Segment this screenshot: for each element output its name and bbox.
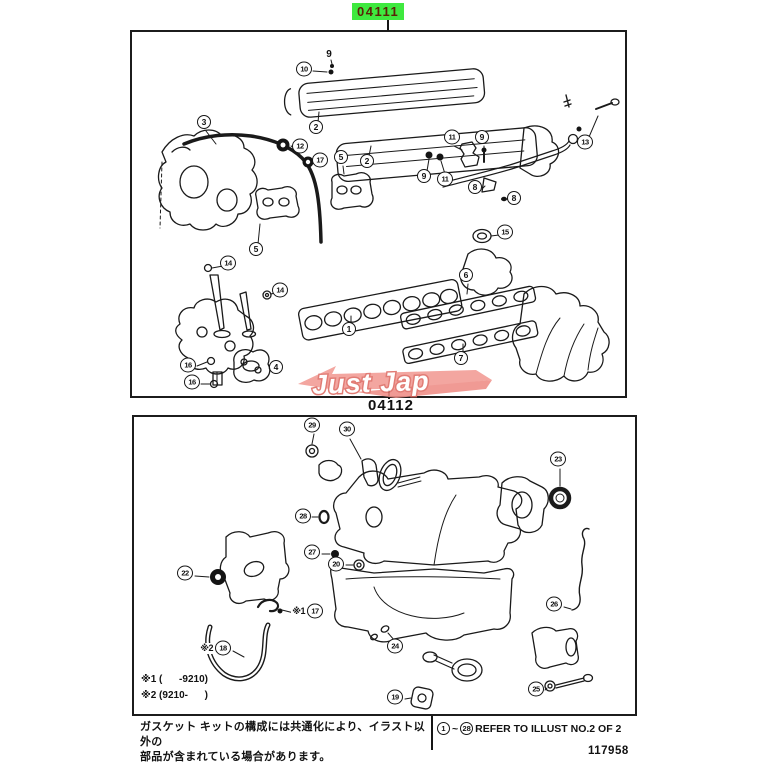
dipstick-26 [571, 527, 590, 611]
manifold-gasket-5a [330, 172, 374, 210]
plate-19 [410, 686, 434, 710]
callout-9: 9 [417, 169, 431, 183]
callout-5: 5 [334, 150, 348, 164]
box1-art [157, 59, 620, 389]
front-cover [219, 531, 290, 605]
cam-seals [276, 138, 314, 168]
intake-gasket-strip-7 [402, 320, 539, 365]
callout-7: 7 [454, 351, 468, 365]
callout-16: 16 [180, 357, 196, 373]
callout-19: 19 [387, 689, 403, 705]
callout-6: 6 [459, 268, 473, 282]
callout-9: 9 [475, 130, 489, 144]
rear-retainer [496, 476, 549, 534]
timing-cover-gasket [157, 129, 323, 244]
refer-text: REFER TO ILLUST NO.2 OF 2 [475, 722, 622, 735]
watermark-swoosh [298, 366, 492, 390]
heater-pipe [441, 94, 620, 188]
sheet-code: 117958 [588, 745, 629, 757]
callout-25: 25 [528, 681, 544, 697]
cover-bolt-grommets [425, 141, 487, 168]
callout-4: 4 [269, 360, 283, 374]
callout-24: 24 [387, 638, 403, 654]
valves [203, 263, 272, 339]
callout-29: 29 [304, 417, 320, 433]
crank-seal-22 [210, 569, 226, 585]
callout-5: 5 [249, 242, 263, 256]
callout-17: 17 [312, 152, 328, 168]
ring-20 [353, 559, 365, 571]
part-number-04111[interactable]: 04111 [352, 3, 405, 20]
callout-prefix: ※2 [199, 642, 214, 654]
callout-30: 30 [339, 421, 355, 437]
callout-28: 28 [295, 508, 311, 524]
watermark-swoosh-tail [356, 380, 492, 398]
hook-17 [256, 598, 283, 614]
rear-main-seal-23 [548, 486, 572, 510]
refer-tilde: ~ [452, 722, 459, 735]
exhaust-manifold [175, 298, 255, 375]
seals-24 [370, 625, 390, 641]
callout-prefix: ※1 [291, 605, 306, 617]
callout-12: 12 [292, 138, 308, 154]
date-range-note-2: ※2 (9210- ) [141, 690, 208, 701]
refer-circle-end: 28 [460, 722, 474, 735]
seal-29 [305, 444, 343, 482]
callout-15: 15 [497, 224, 513, 240]
footer-divider [431, 716, 433, 750]
callout-11: 11 [437, 171, 453, 187]
label-tick-04111 [387, 20, 389, 31]
callout-2: 2 [309, 120, 323, 134]
part-30 [361, 458, 422, 492]
seal-28 [318, 509, 330, 525]
watermark-text: Just Jap [312, 366, 431, 400]
outlet-housing [531, 626, 579, 669]
cylinder-block [332, 469, 523, 566]
jp-note-line1: ガスケット キットの構成には共通化により、イラスト以外の [140, 721, 425, 748]
small-parts-8 [481, 177, 507, 202]
plug-27 [331, 550, 339, 558]
callout-3: 3 [197, 115, 211, 129]
callout-27: 27 [304, 544, 320, 560]
bolt-dot-10 [328, 69, 334, 75]
valve-cover-upper [283, 68, 486, 118]
callout-10: 10 [296, 61, 312, 77]
jp-note-line2: 部品が含まれている場合があります。 [140, 751, 331, 763]
callout-20: 20 [328, 556, 344, 572]
intake-manifold [511, 285, 610, 382]
callout-13: 13 [577, 134, 593, 150]
callout-17: 17※1 [291, 603, 323, 619]
callout-18: 18※2 [199, 640, 231, 656]
leader-lines [196, 59, 599, 385]
callout-8: 8 [468, 180, 482, 194]
bolt-25 [544, 673, 594, 692]
box2-art [194, 433, 594, 710]
intake-gasket-strip-6 [399, 285, 537, 330]
footer-refer-note: 1 ~ 28 REFER TO ILLUST NO.2 OF 2 [437, 722, 621, 735]
callout-8: 8 [507, 191, 521, 205]
callout-26: 26 [546, 596, 562, 612]
date-range-note-1: ※1 ( -9210) [141, 674, 208, 685]
bolt-dot-9 [330, 64, 334, 68]
callout-16: 16 [184, 374, 200, 390]
callout-9: 9 [326, 48, 332, 60]
callout-14: 14 [220, 255, 236, 271]
callout-14: 14 [272, 282, 288, 298]
callout-2: 2 [360, 154, 374, 168]
illustration-box-04111 [130, 30, 627, 398]
manifold-gasket-5b [255, 186, 300, 220]
callout-1: 1 [342, 322, 356, 336]
refer-circle-start: 1 [437, 722, 450, 735]
footer-japanese-note: ガスケット キットの構成には共通化により、イラスト以外の 部品が含まれている場合… [140, 720, 432, 765]
callout-11: 11 [444, 129, 460, 145]
cover-rear-piece [519, 125, 560, 178]
part-number-04112[interactable]: 04112 [368, 397, 414, 414]
oil-pan [330, 566, 515, 643]
oil-strainer [422, 651, 483, 682]
fittings-16 [206, 356, 223, 389]
callout-23: 23 [550, 451, 566, 467]
exhaust-flange-gasket [233, 348, 271, 384]
callout-22: 22 [177, 565, 193, 581]
watermark: Just Jap [296, 358, 496, 406]
